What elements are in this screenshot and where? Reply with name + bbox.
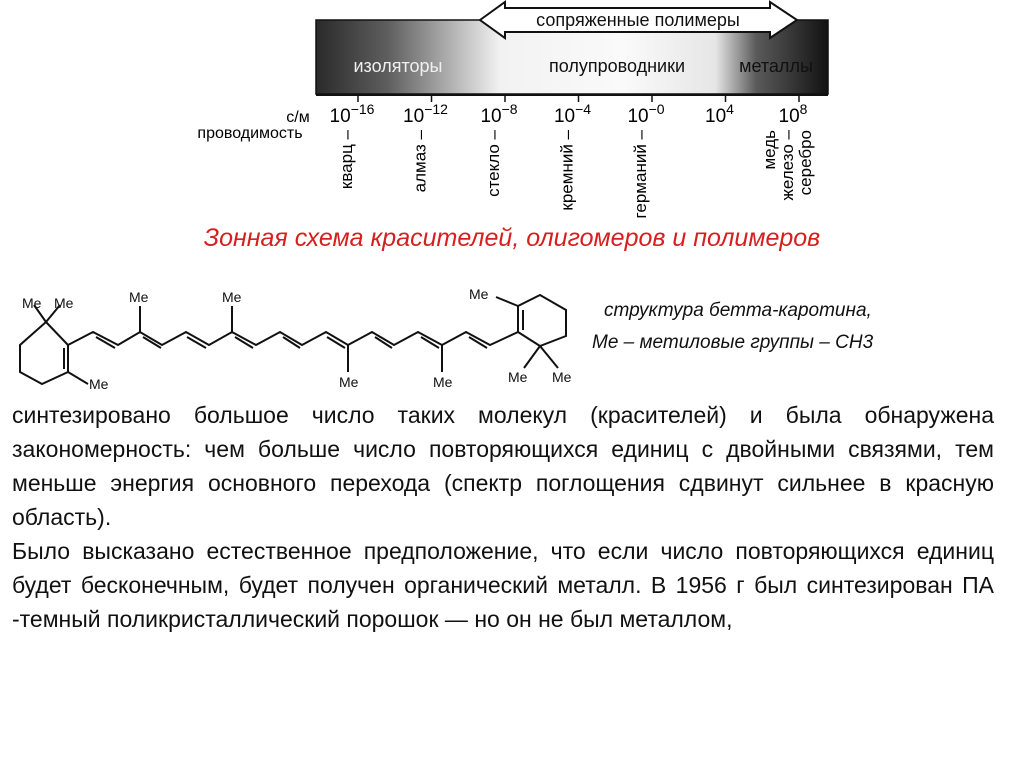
material-label: германий – xyxy=(631,129,650,218)
tick-group: 10−16 10−12 10−8 10−4 10−0 104 108 xyxy=(330,96,808,127)
tick-label: 10−8 xyxy=(480,101,517,127)
tick-label: 10−16 xyxy=(330,101,375,127)
methyl-label: Me xyxy=(22,295,42,311)
material-label: кварц – xyxy=(337,129,356,189)
methyl-label: Me xyxy=(89,376,109,392)
conjugated-polymers-arrow xyxy=(478,0,799,40)
material-label: железо – xyxy=(778,129,797,200)
caption-line-methyl: Me – метиловые группы – СН3 xyxy=(592,332,874,353)
region-label-semiconductors: полупроводники xyxy=(549,56,685,76)
tick-label: 10−12 xyxy=(403,101,448,127)
tick-label: 10−0 xyxy=(627,101,664,127)
conductivity-scale-figure: сопряженные полимеры изоляторы полупрово… xyxy=(197,0,829,218)
body-text: синтезировано большое число таких молеку… xyxy=(12,398,994,636)
methyl-label: Me xyxy=(469,286,489,302)
caption-line-structure: структура бетта-каротина, xyxy=(604,300,872,321)
material-group: кварц – алмаз – стекло – кремний – германий … xyxy=(337,129,815,218)
methyl-label: Me xyxy=(339,374,359,390)
beta-carotene-structure: Me Me Me Me Me Me Me Me Me Me xyxy=(19,286,572,392)
methyl-label: Me xyxy=(433,374,453,390)
region-label-insulators: изоляторы xyxy=(354,56,443,76)
tick-label: 108 xyxy=(779,101,808,127)
methyl-label: Me xyxy=(222,289,242,305)
conjugated-polymers-label: сопряженные полимеры xyxy=(536,10,740,30)
unit-label: с/м xyxy=(286,109,309,126)
methyl-label: Me xyxy=(54,295,74,311)
material-label: стекло – xyxy=(484,129,503,196)
region-label-metals: металлы xyxy=(739,56,813,76)
tick-label: 104 xyxy=(705,101,734,127)
material-label: медь xyxy=(760,130,779,170)
material-label: алмаз – xyxy=(411,129,430,192)
axis-label-conductivity: проводимость xyxy=(197,125,302,142)
methyl-label: Me xyxy=(552,369,572,385)
methyl-label: Me xyxy=(508,369,528,385)
paragraph-organic-metal: Было высказано естественное предположени… xyxy=(12,538,994,632)
paragraph-synthesis: синтезировано большое число таких молеку… xyxy=(12,402,994,530)
page-title: Зонная схема красителей, олигомеров и по… xyxy=(203,224,821,252)
methyl-label: Me xyxy=(129,289,149,305)
structure-caption: структура бетта-каротина, Me – метиловые… xyxy=(592,295,1012,359)
material-label: кремний – xyxy=(558,129,577,210)
tick-label: 10−4 xyxy=(554,101,591,127)
material-label: серебро xyxy=(796,130,815,195)
